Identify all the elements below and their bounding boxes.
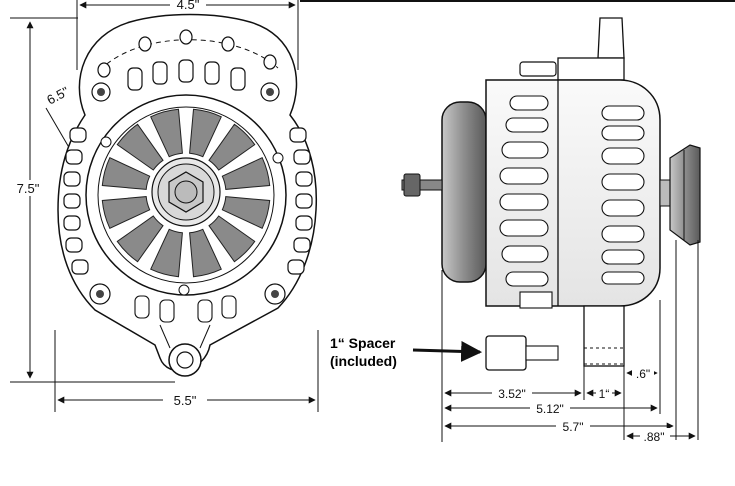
fan-blade <box>208 123 256 171</box>
dim-label-bg <box>492 385 532 400</box>
bolt-hole <box>97 88 105 96</box>
vent-slots-sides <box>63 127 313 275</box>
front-view: 4.5" 7.5" 6.5" 5.5" <box>6 0 319 412</box>
fan-blade <box>221 196 271 229</box>
pulley-shaft <box>659 179 671 207</box>
spacer-label-line2: (included) <box>330 353 397 369</box>
mount-holes <box>97 29 277 78</box>
fan-blade <box>150 108 183 158</box>
vent-slots-bottom <box>134 295 237 323</box>
dim-label-6: .6" <box>636 367 650 381</box>
terminal-stud <box>519 61 557 77</box>
dim-label-bg <box>556 418 590 433</box>
bolt-hole <box>271 290 279 298</box>
spacer-arrow <box>412 340 483 362</box>
rear-nut <box>403 173 421 197</box>
dim-label-5-12: 5.12" <box>536 402 564 416</box>
dim-label-bg <box>163 392 207 408</box>
rear-stud <box>401 179 443 191</box>
dim-label-radius: 6.5" <box>44 83 71 107</box>
dim-label-bg <box>170 0 206 10</box>
fan-blade <box>189 108 222 158</box>
fan-blade <box>116 123 164 171</box>
pivot-rib <box>159 324 171 349</box>
fan-blade <box>189 228 222 278</box>
fan-bolt <box>100 136 112 148</box>
spacer-stub <box>525 345 559 361</box>
dim-label-88: .88" <box>644 430 665 444</box>
bolt-hole <box>266 88 274 96</box>
fan-blade <box>150 228 183 278</box>
bottom-mount-ear <box>583 305 625 367</box>
side-view: 1“ Spacer (included) 3.52" 1“ .6" 5.12" … <box>330 17 701 444</box>
mount-post <box>597 17 625 59</box>
dim-label-height: 7.5" <box>17 181 40 196</box>
terminal-block <box>557 57 625 81</box>
fan-blades <box>101 108 271 278</box>
spacer-label-line1: 1“ Spacer <box>330 335 396 351</box>
pivot-rib <box>199 324 211 349</box>
dim-label-3-52: 3.52" <box>498 387 526 401</box>
fan-blade <box>116 215 164 263</box>
side-vent-slots-right <box>601 105 645 285</box>
fan-bolt <box>178 284 190 296</box>
dim-label-bottom-width: 5.5" <box>174 393 197 408</box>
dim-label-top-width: 4.5" <box>177 0 200 12</box>
dim-label-bg <box>6 180 50 196</box>
fan-bolt <box>272 152 284 164</box>
side-vent-slots-left <box>499 95 549 287</box>
shaft <box>174 180 198 204</box>
dim-label-1: 1“ <box>599 387 610 401</box>
front-pulley <box>669 144 701 246</box>
spacer-body <box>485 335 527 371</box>
fan-blade <box>101 157 151 190</box>
fan-blade <box>208 215 256 263</box>
dim-label-5-7: 5.7" <box>563 420 584 434</box>
bolt-hole <box>96 290 104 298</box>
pivot-hole <box>176 351 194 369</box>
dim-label-bg <box>640 428 670 443</box>
dim-label-bg <box>632 365 654 380</box>
fan-blade <box>221 157 271 190</box>
mount-arc <box>99 39 279 71</box>
dim-label-bg <box>596 385 612 400</box>
bottom-mount-left <box>519 291 553 309</box>
vent-slots-top <box>127 59 246 91</box>
fan-blade <box>101 196 151 229</box>
dim-label-bg <box>530 400 570 415</box>
rear-cover <box>441 101 487 283</box>
